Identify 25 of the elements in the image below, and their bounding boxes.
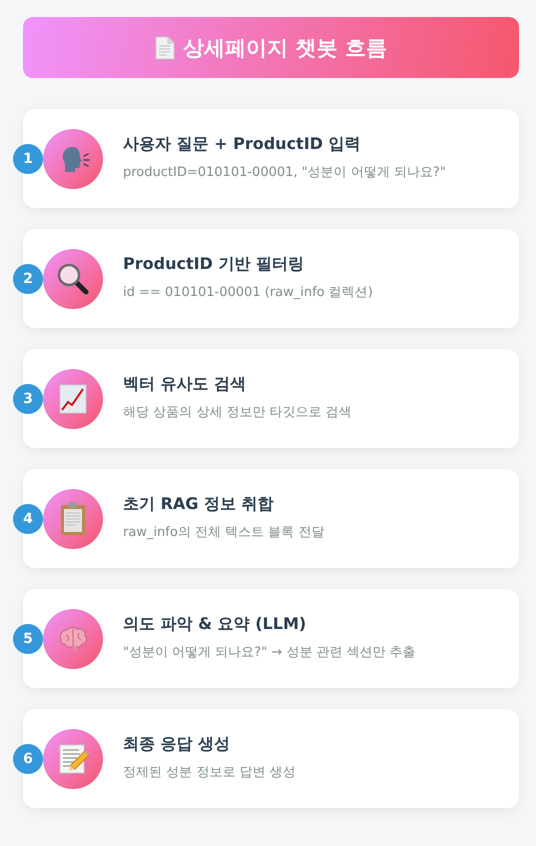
step-title: ProductID 기반 필터링 — [123, 254, 304, 274]
step-description: 해당 상품의 상세 정보만 타깃으로 검색 — [123, 404, 352, 421]
step-number-badge: 5 — [13, 624, 43, 654]
step-card — [23, 589, 519, 688]
step-description: productID=010101-00001, "성분이 어떻게 되나요?" — [123, 164, 446, 181]
step-card — [23, 709, 519, 808]
step-card — [23, 229, 519, 328]
step-number-badge: 3 — [13, 384, 43, 414]
step-description: 정제된 성분 정보로 답변 생성 — [123, 764, 296, 781]
step-card — [23, 109, 519, 208]
step-description: raw_info의 전체 텍스트 블록 전달 — [123, 524, 324, 541]
diagram-title: 상세페이지 챗봇 흐름 — [183, 34, 387, 62]
step-title: 사용자 질문 + ProductID 입력 — [123, 134, 361, 154]
step-title: 벡터 유사도 검색 — [123, 374, 246, 394]
step-description: id == 010101-00001 (raw_info 컬렉션) — [123, 284, 373, 301]
step-title: 초기 RAG 정보 취합 — [123, 494, 274, 514]
step-title: 의도 파악 & 요약 (LLM) — [123, 614, 306, 634]
step-card — [23, 469, 519, 568]
step-number-badge: 6 — [13, 744, 43, 774]
step-number-badge: 1 — [13, 144, 43, 174]
step-title: 최종 응답 생성 — [123, 734, 230, 754]
step-card — [23, 349, 519, 448]
step-description: "성분이 어떻게 되나요?" → 성분 관련 섹션만 추출 — [123, 644, 416, 661]
step-number-badge: 4 — [13, 504, 43, 534]
step-number-badge: 2 — [13, 264, 43, 294]
